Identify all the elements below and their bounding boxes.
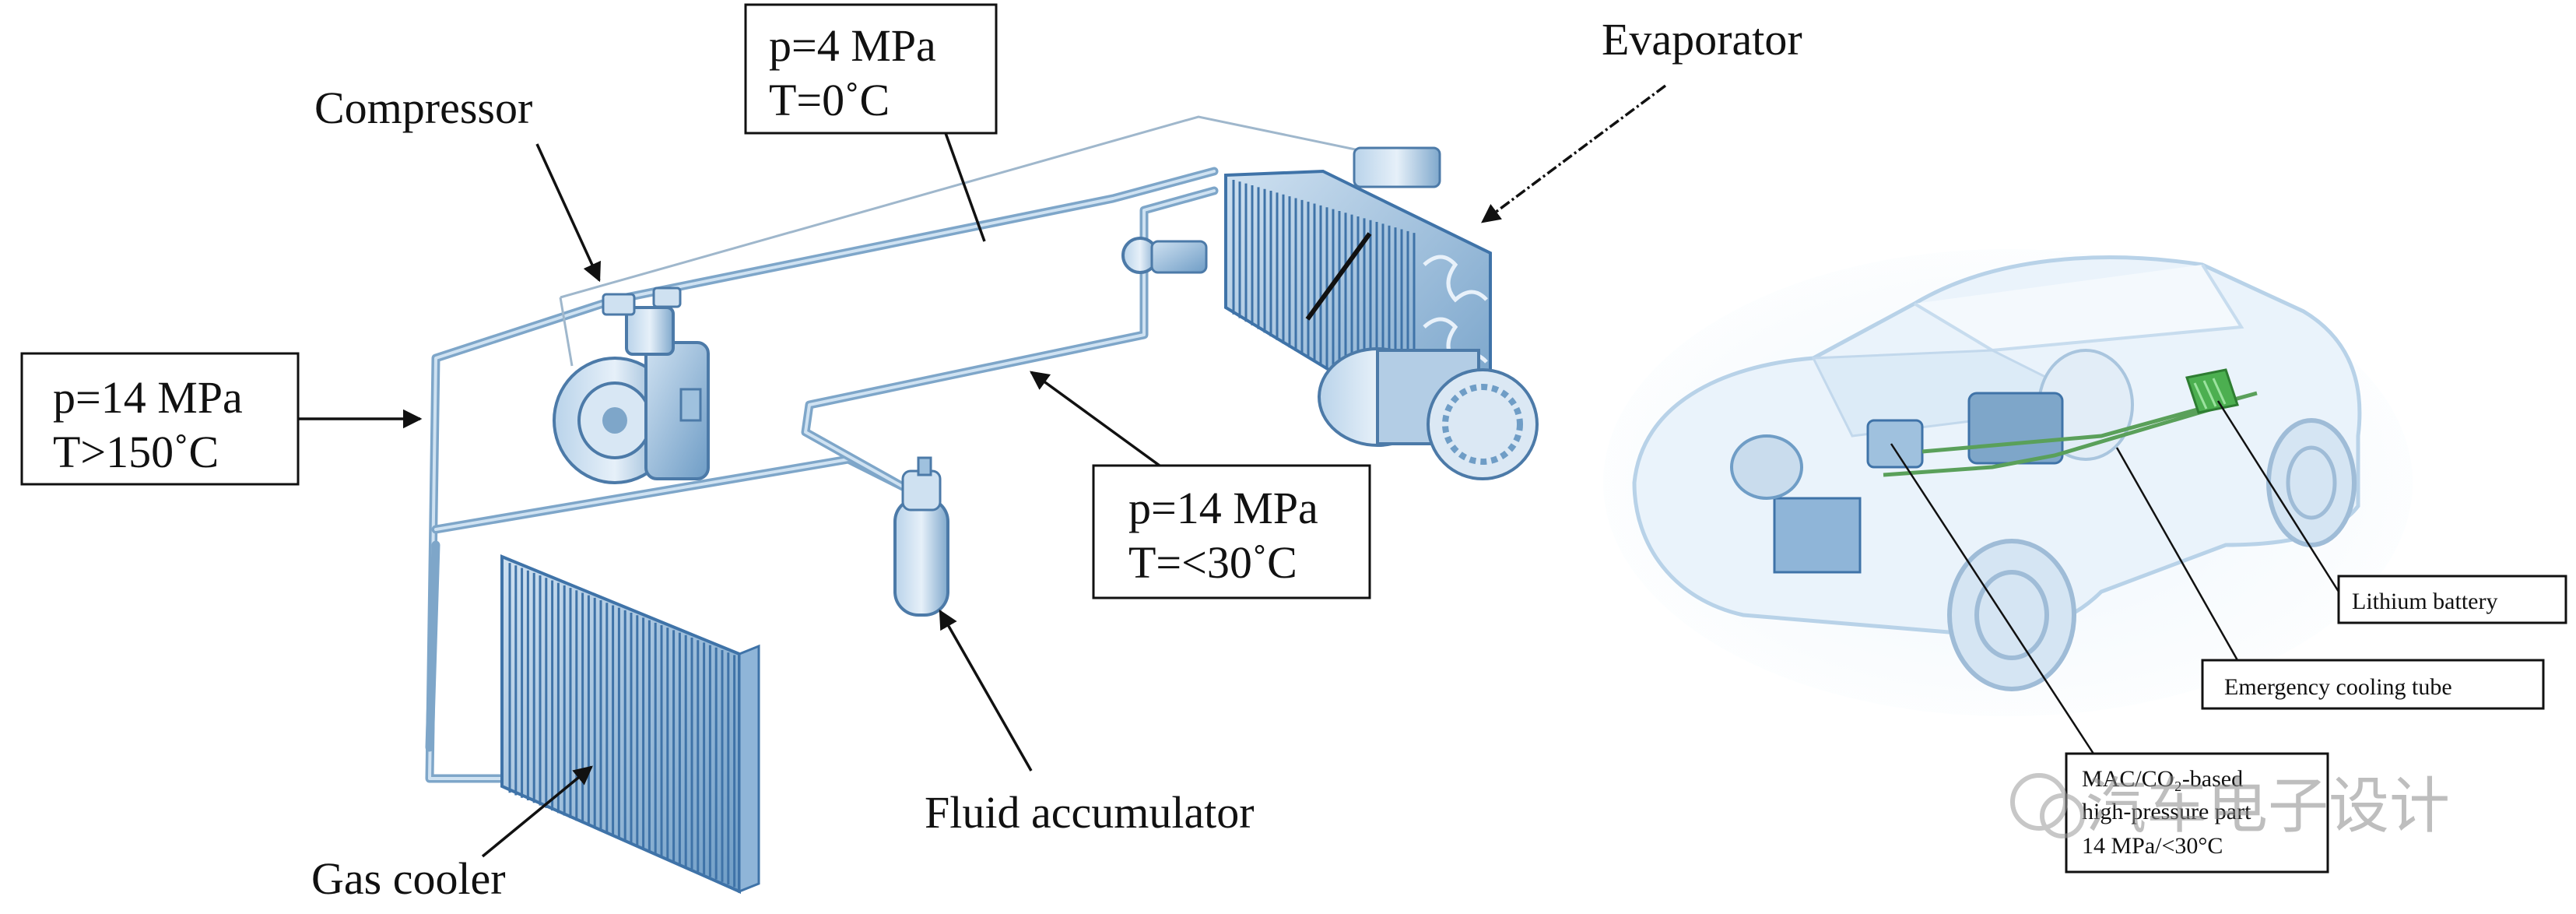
compressor-outlet-temperature: T>150˚C bbox=[53, 427, 219, 477]
mac-co2-leader bbox=[1890, 443, 2095, 754]
car-lithium-battery bbox=[2185, 368, 2239, 414]
high-pressure-leader bbox=[1030, 371, 1161, 467]
low-pressure-pressure: p=4 MPa bbox=[769, 20, 936, 71]
emergency-cooling-tube-box bbox=[2201, 659, 2545, 710]
emergency-cooling-tube-leader bbox=[2115, 447, 2239, 661]
front-wheel bbox=[1947, 539, 2076, 691]
mac-co2-line2: high-pressure part bbox=[2082, 799, 2251, 824]
low-pressure-callout: p=4 MPa T=0˚C bbox=[744, 3, 998, 242]
lithium-battery-label: Lithium battery bbox=[2352, 589, 2497, 614]
mac-co2-box bbox=[2065, 752, 2329, 874]
rear-wheel bbox=[2266, 418, 2357, 547]
emergency-cooling-tube-label: Emergency cooling tube bbox=[2224, 674, 2452, 700]
mac-co2-line3: 14 MPa/<30°C bbox=[2082, 833, 2223, 859]
lithium-battery-leader bbox=[2216, 400, 2340, 592]
fluid-accumulator-unit bbox=[893, 456, 949, 617]
car-gas-cooler bbox=[1773, 497, 1862, 574]
piping bbox=[425, 115, 1386, 783]
car-engine-pulley bbox=[1730, 434, 1803, 500]
expansion-valve bbox=[1121, 237, 1208, 274]
compressor-leader bbox=[535, 143, 601, 283]
evaporator-label: Evaporator bbox=[1602, 14, 1802, 65]
evaporator-leader bbox=[1481, 84, 1667, 223]
high-pressure-callout: p=14 MPa T=<30˚C bbox=[1030, 371, 1371, 599]
fluid-accumulator-leader bbox=[939, 609, 1033, 772]
high-pressure-pressure: p=14 MPa bbox=[1128, 483, 1318, 533]
gas-cooler-leader bbox=[481, 765, 593, 858]
compressor-outlet-pressure: p=14 MPa bbox=[53, 372, 243, 423]
watermark: 汽车电子设计 bbox=[2010, 772, 2450, 842]
compressor-label: Compressor bbox=[314, 83, 532, 133]
watermark-text: 汽车电子设计 bbox=[2086, 772, 2450, 842]
high-pressure-temperature: T=<30˚C bbox=[1128, 537, 1297, 588]
mac-co2-line1: MAC/CO₂-based bbox=[2082, 766, 2243, 792]
compressor-outlet-callout: p=14 MPa T>150˚C bbox=[20, 352, 423, 486]
evaporator-unit bbox=[1224, 146, 1539, 480]
refrigerant-circuit: Compressor Evaporator Fluid accumulator … bbox=[20, 3, 1802, 904]
gas-cooler-fins bbox=[508, 563, 736, 888]
car-compressor bbox=[1866, 419, 1924, 469]
wechat-icon bbox=[2010, 773, 2068, 831]
low-pressure-leader bbox=[944, 132, 986, 242]
car-evaporator bbox=[1967, 392, 2064, 465]
gas-cooler-unit bbox=[500, 554, 760, 895]
lithium-battery-box bbox=[2337, 575, 2567, 624]
fluid-accumulator-label: Fluid accumulator bbox=[925, 787, 1255, 838]
compressor-unit bbox=[553, 287, 710, 484]
gas-cooler-label: Gas cooler bbox=[311, 853, 506, 904]
vehicle-illustration: Lithium battery Emergency cooling tube M… bbox=[1603, 249, 2567, 874]
low-pressure-temperature: T=0˚C bbox=[769, 75, 890, 125]
